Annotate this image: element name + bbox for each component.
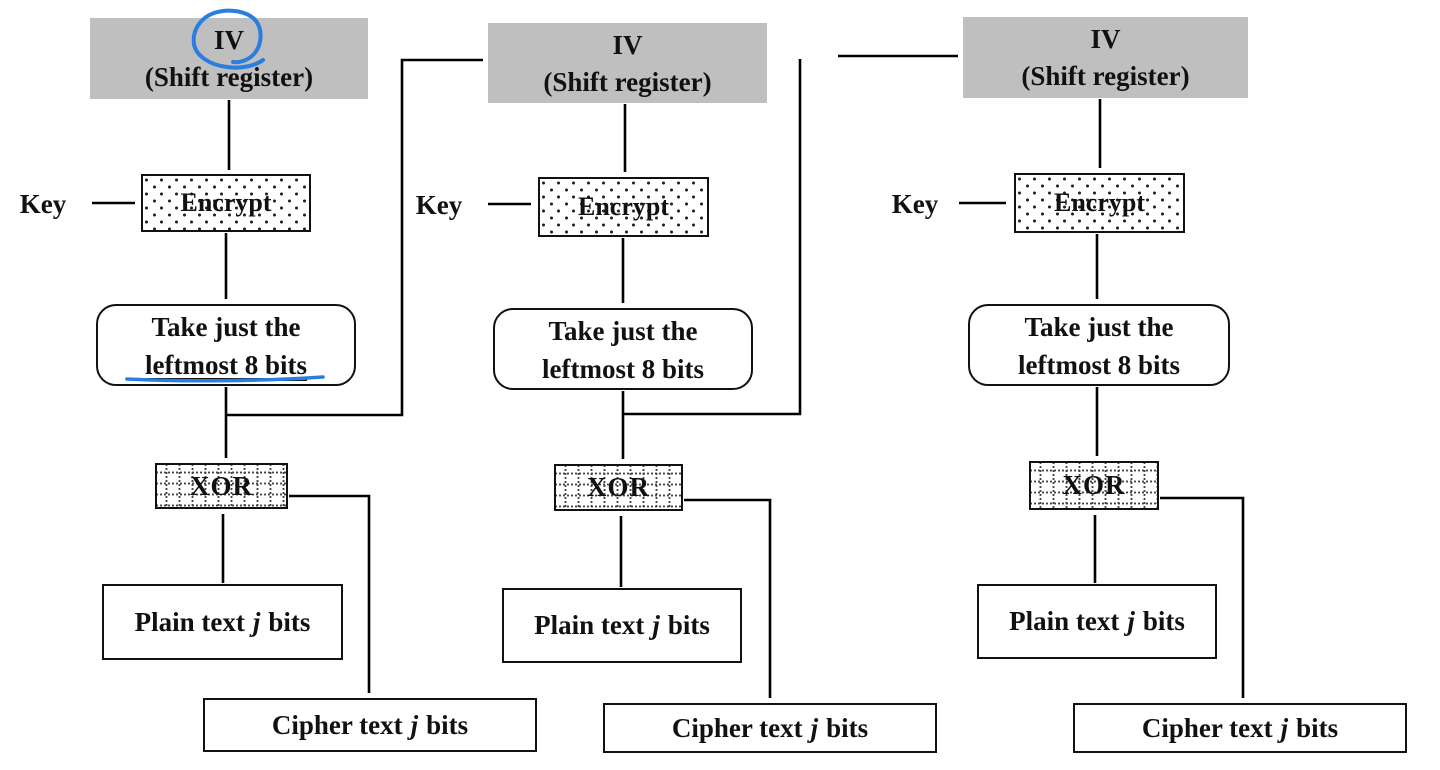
stage1-encrypt-label: Encrypt xyxy=(180,188,272,217)
stage2-xor-label: XOR xyxy=(587,472,650,502)
stage3-encrypt-box: Encrypt xyxy=(1014,173,1185,233)
stage1-take-line1: Take just the xyxy=(151,312,301,342)
stage3-take-line1: Take just the xyxy=(1024,312,1174,342)
stage3-take-leftmost-box: Take just the leftmost 8 bits xyxy=(968,304,1230,386)
stage2-xor-box: XOR xyxy=(554,464,683,511)
stage1-shift-register-label: (Shift register) xyxy=(144,62,314,92)
stage2-iv-label: IV xyxy=(612,30,643,60)
stage2-take-line2: leftmost 8 bits xyxy=(542,354,704,384)
stage3-xor-box: XOR xyxy=(1029,461,1159,510)
stage2-ciphertext-box: Cipher text j bits xyxy=(603,703,937,753)
stage3-iv-label: IV xyxy=(1090,24,1121,54)
stage2-plaintext-box: Plain text j bits xyxy=(502,588,742,663)
stage1-key-label: Key xyxy=(19,189,67,219)
stage1-iv-box: IV (Shift register) xyxy=(90,18,368,99)
stage1-iv-label: IV xyxy=(213,25,244,55)
stage2-encrypt-label: Encrypt xyxy=(578,192,669,221)
stage3-plaintext-box: Plain text j bits xyxy=(977,584,1217,659)
stage2-take-leftmost-box: Take just the leftmost 8 bits xyxy=(493,308,753,390)
stage1-xor-label: XOR xyxy=(190,470,253,501)
stage3-take-line2: leftmost 8 bits xyxy=(1018,350,1180,380)
stage2-key-label: Key xyxy=(415,190,463,220)
stage3-ciphertext-box: Cipher text j bits xyxy=(1073,703,1407,753)
stage2-iv-box: IV (Shift register) xyxy=(488,23,767,103)
stage1-take-leftmost-box: Take just the leftmost 8 bits xyxy=(96,304,356,386)
stage3-shift-register-label: (Shift register) xyxy=(1021,61,1190,91)
stage3-key-label: Key xyxy=(891,189,939,219)
stage3-encrypt-label: Encrypt xyxy=(1054,188,1145,217)
stage3-xor-label: XOR xyxy=(1062,470,1126,500)
stage2-take-line1: Take just the xyxy=(548,316,698,346)
stage1-ciphertext-box: Cipher text j bits xyxy=(203,698,537,752)
stage1-plaintext-box: Plain text j bits xyxy=(102,584,343,660)
stage3-iv-box: IV (Shift register) xyxy=(963,17,1248,98)
stage1-take-line2-underlined: leftmost 8 bits xyxy=(145,350,307,380)
stage1-encrypt-box: Encrypt xyxy=(141,174,311,232)
stage2-shift-register-label: (Shift register) xyxy=(543,67,712,97)
stage2-encrypt-box: Encrypt xyxy=(538,177,709,237)
stage1-xor-box: XOR xyxy=(155,463,288,509)
